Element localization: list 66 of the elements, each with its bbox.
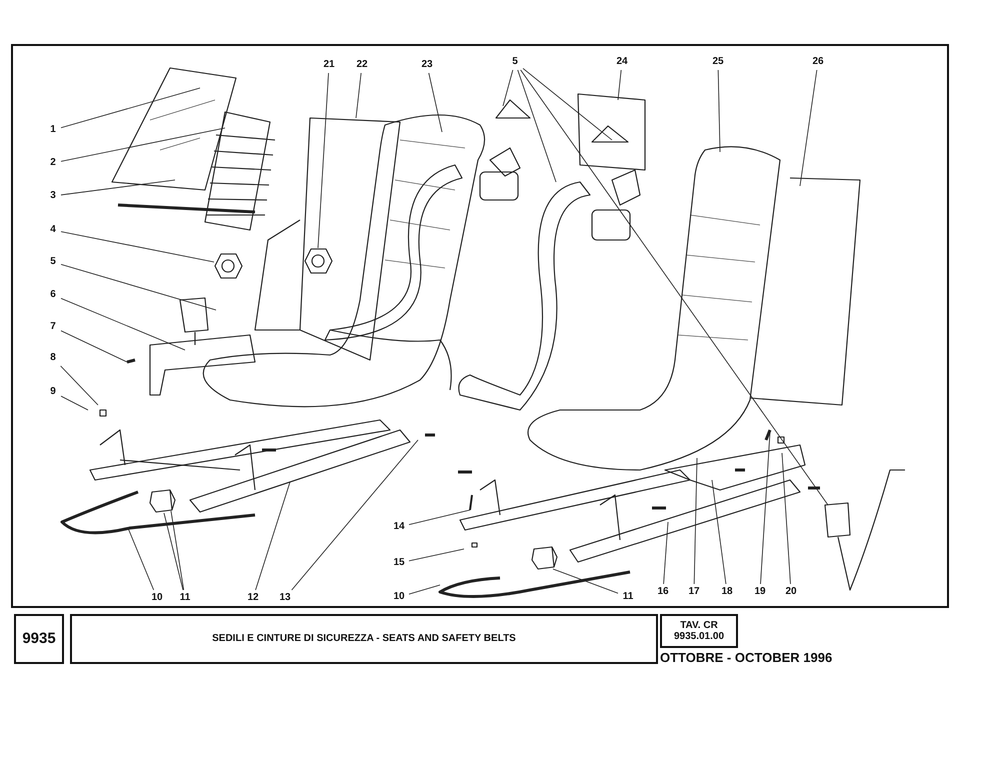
leader-line xyxy=(517,70,556,182)
callout-number: 18 xyxy=(718,585,736,599)
callout-number: 19 xyxy=(751,585,769,599)
callout-number: 1 xyxy=(46,123,60,137)
callout-number: 26 xyxy=(809,55,827,69)
leader-line xyxy=(60,264,216,310)
leader-line xyxy=(663,522,668,584)
callout-number: 2 xyxy=(46,156,60,170)
callout-number: 8 xyxy=(46,351,60,365)
leader-line xyxy=(128,528,154,590)
leader-line xyxy=(164,512,184,590)
callout-number: 16 xyxy=(654,585,672,599)
callout-number: 3 xyxy=(46,189,60,203)
leader-line xyxy=(408,548,464,562)
callout-number: 24 xyxy=(613,55,631,69)
callout-number: 13 xyxy=(276,591,294,605)
leader-line xyxy=(428,72,442,132)
leader-line xyxy=(694,458,698,584)
callout-number: 11 xyxy=(619,590,637,604)
callout-number: 21 xyxy=(320,58,338,72)
callout-number: 11 xyxy=(176,591,194,605)
leader-line xyxy=(60,88,200,128)
callout-number: 25 xyxy=(709,55,727,69)
title-block: SEDILI E CINTURE DI SICUREZZA - SEATS AND SAFETY BELTS xyxy=(70,614,658,664)
leader-line xyxy=(60,128,226,162)
callout-number: 9 xyxy=(46,385,60,399)
callout-number: 22 xyxy=(353,58,371,72)
leader-line xyxy=(782,452,791,584)
leader-line xyxy=(60,396,88,410)
date-label: OTTOBRE - OCTOBER 1996 xyxy=(660,650,832,665)
callout-number: 12 xyxy=(244,591,262,605)
callout-number: 17 xyxy=(685,585,703,599)
callout-number: 5 xyxy=(46,255,60,269)
callout-number: 23 xyxy=(418,58,436,72)
leader-line xyxy=(291,440,418,590)
leader-line xyxy=(760,432,770,584)
leader-line xyxy=(60,330,128,362)
leader-line xyxy=(255,482,290,590)
leader-line xyxy=(552,568,618,594)
leader-line xyxy=(800,70,818,186)
leader-line xyxy=(170,510,184,590)
sheet-number-box: 9935 xyxy=(14,614,64,664)
callout-number: 7 xyxy=(46,320,60,334)
callout-number: 5 xyxy=(508,55,522,69)
leader-line xyxy=(618,70,622,100)
leader-line xyxy=(356,72,362,118)
leader-line xyxy=(712,480,726,584)
callout-number: 14 xyxy=(390,520,408,534)
callout-number: 10 xyxy=(148,591,166,605)
callout-number: 20 xyxy=(782,585,800,599)
callout-number: 10 xyxy=(390,590,408,604)
leader-line xyxy=(318,72,329,248)
leader-line xyxy=(60,180,176,196)
leader-line xyxy=(60,298,186,350)
leader-line xyxy=(522,68,612,140)
leader-line xyxy=(60,366,98,406)
callout-number: 6 xyxy=(46,288,60,302)
leader-line xyxy=(408,584,440,594)
leader-line xyxy=(502,70,514,106)
leader-line xyxy=(718,70,720,152)
leader-line xyxy=(60,231,214,262)
sheet-number-box: TAV. CR 9935.01.00 xyxy=(660,614,738,648)
leader-line xyxy=(520,70,828,506)
leader-line xyxy=(408,510,470,525)
callout-number: 15 xyxy=(390,556,408,570)
callout-number: 4 xyxy=(46,223,60,237)
